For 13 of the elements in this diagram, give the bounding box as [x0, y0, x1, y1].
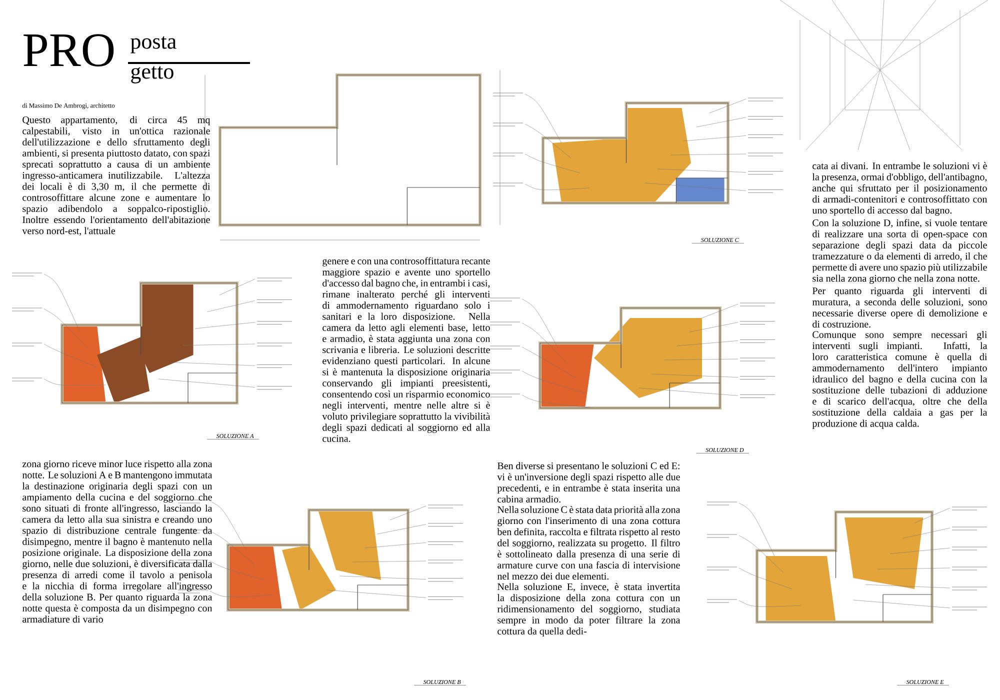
body-paragraph: zona giorno riceve minor luce rispetto alla zona notte. Le soluzioni A e B mantengono immutata la destinazione originaria degli spazi con un ampiamento della cucina e del soggiorno che sono situati di fronte all'ingresso, lasciando la camera da letto alla sua sinistra e creando uno spazio di distribuzione centrale fungente da disimpegno, mentre il bagno è mantenuto nella posizione originale. La disposizione della zona giorno, nelle due soluzioni, è diversificata dalla presenza di arredi come il tavolo a penisola e la nicchia di forma irregolare all'ingresso della soluzione B. Per quanto riguarda la zona notte questa è composta da un disimpegno con armadiature di vario [22, 460, 212, 623]
heading: posta [130, 36, 176, 54]
body-paragraph: Con la soluzione D, infine, si vuole tentare di realizzare una sorta di open-space con separazione degli spazi data da piccole tramezzature o da elementi di arredo, il che permette di avere uno spazio più utilizzabile sia nella zona giorno che nella zona notte. [812, 219, 988, 284]
body-paragraph: cata ai divani. In entrambe le soluzioni vi è la presenza, ormai d'obbligo, dell'antibagno, anche qui sfruttato per il posizionamento di armadi-contenitori e controsoffittato con uno sportello di accesso dal bagno. [812, 162, 988, 216]
body-paragraph: Comunque sono sempre necessari gli interventi sugli impianti. Infatti, la loro caratteristica comune è quella di ammodernamento dell'intero impianto idraulico del bagno e della cucina con la sostituzione delle tubazioni di adduzione e di scarico dell'acqua, oltre che della sostituzione della caldaia a gas per la produzione di acqua calda. [812, 330, 988, 429]
body-paragraph: Per quanto riguarda gli interventi di muratura, a seconda delle soluzioni, sono necessarie diverse opere di demolizione e di costruzione. [812, 287, 988, 328]
body-paragraph: Nella soluzione E, invece, è stata invertita la disposizione della zona cottura con un ridimensionamento del soggiorno, studiata sempre in modo da poter filtrare la zona cottura da quella dedi- [497, 583, 680, 637]
heading: getto [131, 66, 174, 84]
body-paragraph: genere e con una controsoffittatura recante maggiore spazio e avente uno sportello d'accesso dal bagno che, in entrambi i casi, rimane inalterato perché gli interventi di ammodernamento riguardano solo i sanitari e la loro disposizione. Nella camera da letto agli elementi base, letto e armadio, è stata aggiunta una zona con scrivania e libreria. Le soluzioni descritte evidenziano questi particolari. In alcune si è mantenuta la disposizione originaria conservando gli impianti preesistenti, consentendo così un risparmio economico negli interventi, mentre nelle altre si è voluto privilegiare soprattutto la vivibilità degli spazi dedicati al soggiorno ed alla cucina. [322, 257, 490, 442]
body-paragraph: Ben diverse si presentano le soluzioni C ed E: vi è un'inversione degli spazi rispetto alle due precedenti, e in entrambe è stata inserita una cabina armadio. [497, 462, 680, 503]
heading: PRO [24, 34, 114, 66]
body-paragraph: Nella soluzione C è stata data priorità alla zona giorno con l'inserimento di una zona cottura ben definita, raccolta e filtrata rispetto al resto del soggiorno, realizzata su progetto. Il filtro è sottolineato dalla presenza di una serie di armature curve con una fascia di intervisione nel mezzo dei due elementi. [497, 506, 680, 580]
body-paragraph: Questo appartamento, di circa 45 mq calpestabili, visto in un'ottica razionale dell'utilizzazione e dello sfruttamento degli ambienti, si presenta piuttosto datato, con spazi sprecati soprattutto a causa di un ambiente ingresso-anticamera inutilizzabile. L'altezza dei locali è di 3,30 m, il che permette di controsoffittare alcune zone e aumentare lo spazio adibendolo a soppalco-ripostiglio. Inoltre essendo l'orientamento dell'abitazione verso nord-est, l'attuale [22, 116, 210, 236]
